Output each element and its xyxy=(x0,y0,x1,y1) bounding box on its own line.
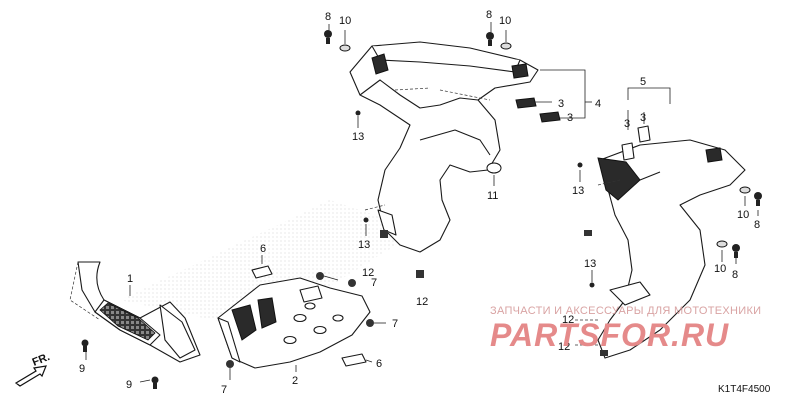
washer-fastener xyxy=(339,44,351,52)
bolt-fastener xyxy=(226,360,234,368)
callout-11: 11 xyxy=(487,190,498,202)
callout-9: 9 xyxy=(126,379,132,391)
callout-12: 12 xyxy=(562,314,574,326)
callout-10: 10 xyxy=(737,209,749,221)
clip-fastener xyxy=(584,230,592,236)
rubber-pad-part xyxy=(341,353,367,367)
clip-fastener xyxy=(363,217,369,223)
clip-pad-part xyxy=(637,125,651,143)
callout-3: 3 xyxy=(624,118,630,130)
grommet-part xyxy=(486,162,502,174)
clip-fastener xyxy=(355,110,361,116)
callout-9: 9 xyxy=(79,363,85,375)
front-direction-label: FR. xyxy=(31,351,52,369)
callout-13: 13 xyxy=(358,239,370,251)
callout-8: 8 xyxy=(732,269,738,281)
callout-6: 6 xyxy=(260,243,266,255)
bolt-fastener xyxy=(348,279,356,287)
shading-dots xyxy=(120,200,420,330)
callout-10: 10 xyxy=(339,15,351,27)
clip-fastener xyxy=(416,270,424,278)
callout-8: 8 xyxy=(754,219,760,231)
under-cover-part xyxy=(217,277,371,369)
screw-fastener xyxy=(151,376,159,389)
callout-4: 4 xyxy=(595,98,601,110)
callout-7: 7 xyxy=(221,384,227,396)
callout-12: 12 xyxy=(362,267,374,279)
callout-3: 3 xyxy=(567,112,573,124)
clip-fastener xyxy=(600,350,608,356)
callout-1: 1 xyxy=(127,273,133,285)
callout-13: 13 xyxy=(572,185,584,197)
screw-fastener xyxy=(324,30,332,44)
callout-8: 8 xyxy=(325,11,331,23)
callout-12: 12 xyxy=(558,341,570,353)
front-lower-cover-part xyxy=(77,261,201,363)
washer-fastener xyxy=(500,42,512,50)
callout-12: 12 xyxy=(416,296,428,308)
callout-3: 3 xyxy=(640,112,646,124)
callout-3: 3 xyxy=(558,98,564,110)
clip-pad-part xyxy=(539,111,561,123)
watermark-logo: PARTSFOR.RU xyxy=(490,317,729,353)
clip-fastener xyxy=(589,282,595,288)
callout-2: 2 xyxy=(292,375,298,387)
clip-fastener xyxy=(380,230,388,238)
bolt-fastener xyxy=(366,319,374,327)
cover-mesh-grille xyxy=(99,302,156,341)
callout-13: 13 xyxy=(584,258,596,270)
front-direction-arrow-icon xyxy=(14,365,47,387)
screw-fastener xyxy=(486,32,494,46)
screw-fastener xyxy=(732,244,740,258)
rubber-pad-part xyxy=(251,265,273,279)
clip-pad-part xyxy=(621,142,635,161)
bolt-fastener xyxy=(316,272,324,280)
callout-8: 8 xyxy=(486,9,492,21)
callout-10: 10 xyxy=(499,15,511,27)
screw-fastener xyxy=(81,339,89,352)
callout-10: 10 xyxy=(714,263,726,275)
inner-panel-right-part xyxy=(597,139,746,359)
screw-fastener xyxy=(754,192,762,206)
diagram-code: K1T4F4500 xyxy=(718,384,771,395)
inner-panel-center-part xyxy=(349,41,539,253)
callout-7: 7 xyxy=(392,318,398,330)
callout-5: 5 xyxy=(640,76,646,88)
washer-fastener xyxy=(716,240,728,248)
washer-fastener xyxy=(739,186,751,194)
clip-pad-part xyxy=(515,97,537,109)
callout-13: 13 xyxy=(352,131,364,143)
watermark-tagline: ЗАПЧАСТИ И АКСЕССУАРЫ ДЛЯ МОТОТЕХНИКИ xyxy=(490,305,761,317)
callout-7: 7 xyxy=(371,277,377,289)
callout-6: 6 xyxy=(376,358,382,370)
clip-fastener xyxy=(577,162,583,168)
